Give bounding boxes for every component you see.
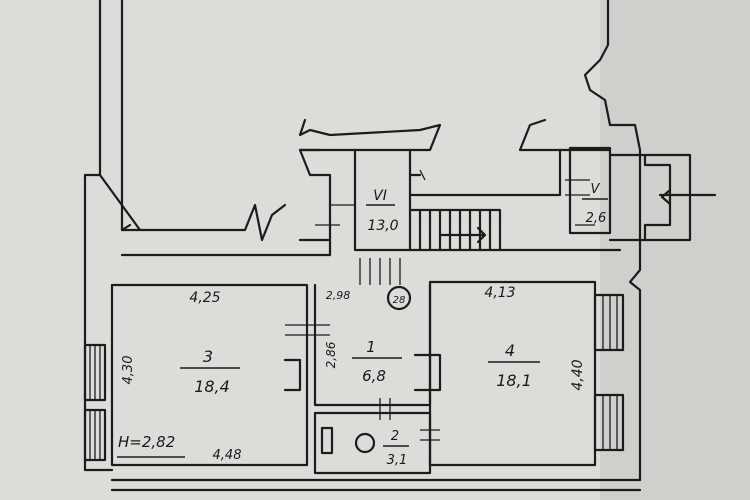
room-v-number: V [591,182,601,197]
height-note: H=2,82 [118,433,175,451]
room-1-area: 6,8 [362,367,386,385]
room-3-depth: 4,30 [121,356,136,385]
room-4-depth: 4,40 [570,359,586,390]
stairs-steps [408,208,502,252]
room-vi-area: 13,0 [367,218,398,234]
room-4-width: 4,13 [484,285,515,301]
outer-wall-left [83,0,114,472]
room-3 [110,283,309,467]
wall-stub-room1-right [413,353,442,392]
staircase-room-vi [353,148,412,252]
stove-circle [386,285,412,311]
room-1-number: 1 [366,338,376,356]
room-4-area: 18,1 [496,371,532,390]
room-2-area: 3,1 [387,453,408,468]
stove-mark: 28 [393,295,406,306]
room-1-width: 2,98 [326,289,351,302]
room-3-area: 18,4 [194,377,230,396]
room-3-bottom: 4,48 [213,448,242,463]
window-right-lower [593,393,625,452]
staircase-top-wall [298,118,442,152]
entrance-porch [608,153,717,242]
corridor-right-walls [408,118,622,252]
fixture-left-room-2 [320,426,334,455]
room-2-number: 2 [391,429,399,444]
fixture-room-2 [354,432,376,454]
room-v-area: 2,6 [586,211,607,226]
corridor-outline [98,148,332,257]
top-right-wall [583,0,642,482]
room-4 [428,280,597,467]
door-ticks [285,169,595,441]
paper-shadow-right [600,0,750,500]
room-vi-number: VI [373,188,387,204]
window-mullions [89,295,618,460]
room-3-number: 3 [203,347,213,366]
room-2 [313,411,432,475]
room-v [568,146,612,235]
window-right-upper [593,293,625,352]
room-3-width: 4,25 [189,290,220,306]
room-4-number: 4 [505,341,515,360]
wall-stub-room1-left [283,358,302,392]
room-1-depth: 2,86 [324,341,338,368]
